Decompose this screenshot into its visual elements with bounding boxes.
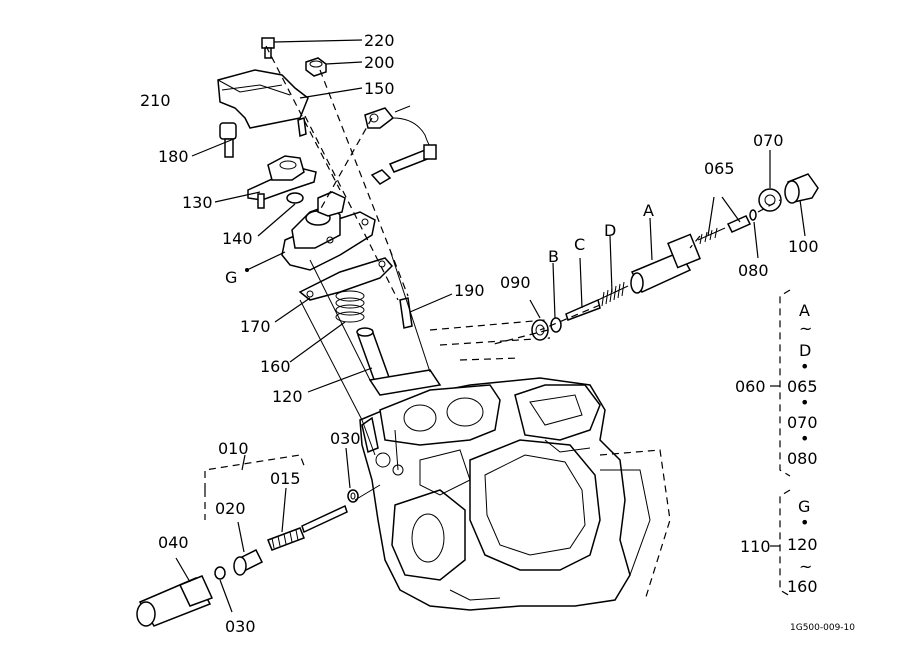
figure-code: 1G500-009-10 xyxy=(790,623,855,633)
group-110-item: 120 xyxy=(787,535,818,554)
washer-140 xyxy=(286,192,304,204)
body-A xyxy=(630,233,701,294)
group-060-item: 070 xyxy=(787,413,818,432)
nut-070 xyxy=(758,188,782,212)
label-B: B xyxy=(548,247,559,266)
group-060-item: ~ xyxy=(799,319,812,338)
label-040: 040 xyxy=(158,533,189,552)
label-070: 070 xyxy=(753,131,784,150)
label-080: 080 xyxy=(738,261,769,280)
group-110-item: ~ xyxy=(799,557,812,576)
cover-210 xyxy=(217,69,309,129)
group-060-item: 065 xyxy=(787,377,818,396)
label-170: 170 xyxy=(240,317,271,336)
bolt-220 xyxy=(261,37,275,59)
group-060-item: • xyxy=(800,429,809,448)
group-060-bracket xyxy=(770,289,791,477)
group-010-bracket xyxy=(204,454,306,520)
cap-100 xyxy=(784,173,819,204)
sleeve-020 xyxy=(233,548,264,576)
label-180: 180 xyxy=(158,147,189,166)
label-G: G xyxy=(225,268,237,287)
label-090: 090 xyxy=(500,273,531,292)
pin-150 xyxy=(297,116,307,138)
part-labels: 220 200 210 150 180 130 140 G 170 160 12… xyxy=(140,31,855,636)
label-210: 210 xyxy=(140,91,171,110)
housing-G xyxy=(281,191,376,271)
label-160: 160 xyxy=(260,357,291,376)
label-120: 120 xyxy=(272,387,303,406)
label-030-upper: 030 xyxy=(330,429,361,448)
label-065: 065 xyxy=(704,159,735,178)
label-020: 020 xyxy=(215,499,246,518)
bolt-right xyxy=(370,144,437,185)
group-110-item: G xyxy=(798,497,810,516)
label-A: A xyxy=(643,201,654,220)
group-060-item: • xyxy=(800,393,809,412)
group-060-item: A xyxy=(799,301,810,320)
washer-030-upper xyxy=(347,489,359,503)
governor-parts xyxy=(217,37,442,396)
group-060-label: 060 xyxy=(735,377,766,396)
group-110-item: 160 xyxy=(787,577,818,596)
group-060-item: 080 xyxy=(787,449,818,468)
engine-block xyxy=(359,319,671,611)
spring-065 xyxy=(697,215,752,245)
spring-160 xyxy=(335,290,365,323)
label-010: 010 xyxy=(218,439,249,458)
ball-080 xyxy=(749,209,757,221)
group-060-item: D xyxy=(799,341,811,360)
label-220: 220 xyxy=(364,31,395,50)
group-060-item: • xyxy=(800,357,809,376)
lower-left-parts xyxy=(136,489,359,627)
label-200: 200 xyxy=(364,53,395,72)
washer-030-lower xyxy=(214,566,226,580)
label-190: 190 xyxy=(454,281,485,300)
label-C: C xyxy=(574,235,585,254)
spring-D xyxy=(597,281,629,307)
label-130: 130 xyxy=(182,193,213,212)
cap-040 xyxy=(136,575,214,627)
lever-130 xyxy=(247,155,317,209)
stud-190 xyxy=(399,297,413,329)
nut-200 xyxy=(305,57,327,77)
label-030-lower: 030 xyxy=(225,617,256,636)
rod-C xyxy=(565,298,601,321)
label-015: 015 xyxy=(270,469,301,488)
shaft-120 xyxy=(356,327,442,396)
group-110-label: 110 xyxy=(740,537,771,556)
label-100: 100 xyxy=(788,237,819,256)
leader-lines xyxy=(175,39,806,613)
label-D: D xyxy=(604,221,616,240)
group-110-bracket xyxy=(770,489,791,597)
group-110-item: • xyxy=(800,513,809,532)
label-140: 140 xyxy=(222,229,253,248)
bolt-180 xyxy=(219,122,237,158)
screw-015 xyxy=(267,504,348,551)
label-150: 150 xyxy=(364,79,395,98)
gasket-170 xyxy=(298,257,394,301)
